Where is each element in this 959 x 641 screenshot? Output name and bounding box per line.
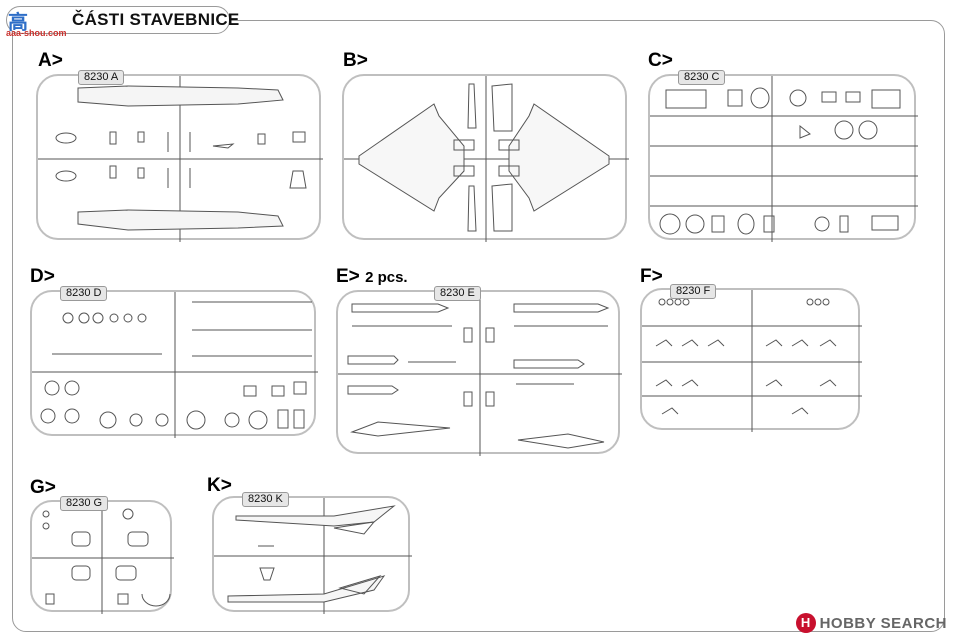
section-label-b: B>: [343, 50, 368, 71]
page-frame: [12, 20, 945, 632]
sprue-f: 8230 F: [640, 284, 862, 432]
sprue-e-parts: [338, 292, 622, 456]
section-label-e-letter: E>: [336, 266, 360, 287]
sprue-g: 8230 G: [30, 496, 174, 614]
section-label-d: D>: [30, 266, 55, 287]
section-e-quantity: 2 pcs.: [365, 269, 408, 286]
sprue-k-parts: [214, 498, 412, 614]
section-label-f: F>: [640, 266, 663, 287]
watermark-text: HOBBY SEARCH: [819, 614, 947, 632]
section-label-a: A>: [38, 50, 63, 71]
sprue-f-parts: [642, 290, 862, 432]
sprue-b: [342, 74, 629, 242]
sprue-d-parts: [32, 292, 318, 438]
sprue-b-parts: [344, 76, 629, 242]
section-label-g: G>: [30, 477, 56, 498]
site-logo: 高: [8, 12, 28, 34]
sprue-e: 8230 E: [336, 286, 622, 456]
sprue-c: 8230 C: [648, 70, 918, 242]
sprue-e-code: 8230 E: [434, 286, 481, 301]
sprue-c-code: 8230 C: [678, 70, 726, 85]
sprue-a-parts: [38, 76, 323, 242]
watermark: H HOBBY SEARCH: [795, 613, 947, 633]
hobby-search-logo-icon: H: [795, 613, 816, 633]
sprue-k: 8230 K: [212, 492, 412, 614]
page-title: ČÁSTI STAVEBNICE: [72, 10, 240, 29]
sprue-a: 8230 A: [36, 70, 323, 242]
sprue-a-code: 8230 A: [78, 70, 125, 85]
section-label-e: E> 2 pcs.: [336, 266, 408, 288]
sprue-d: 8230 D: [30, 286, 318, 438]
sprue-g-code: 8230 G: [60, 496, 109, 511]
sprue-g-parts: [32, 502, 174, 614]
sprue-c-parts: [650, 76, 918, 242]
sprue-k-code: 8230 K: [242, 492, 289, 507]
site-logo-url: aaa-shou.com: [6, 28, 67, 38]
title-tab: [6, 6, 230, 34]
section-label-c: C>: [648, 50, 673, 71]
sprue-f-code: 8230 F: [670, 284, 717, 299]
section-label-k: K>: [207, 475, 232, 496]
sprue-d-code: 8230 D: [60, 286, 108, 301]
